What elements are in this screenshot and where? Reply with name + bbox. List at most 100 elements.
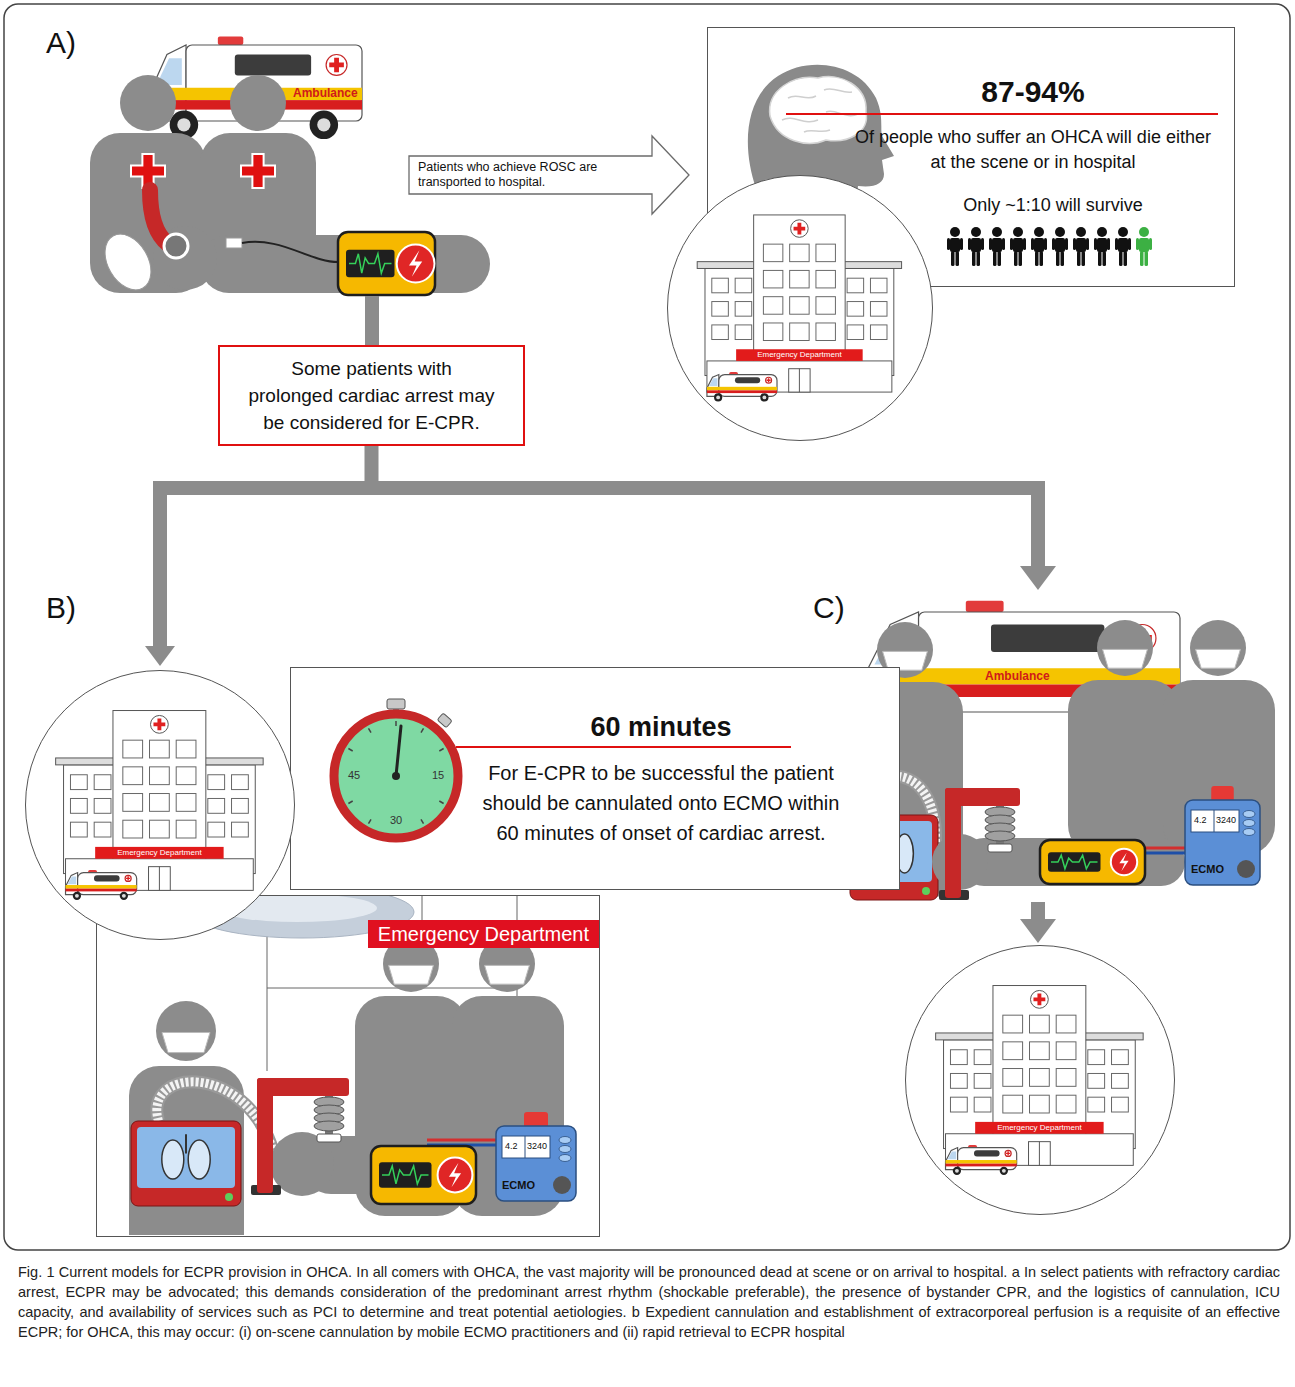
block-arrow: Patients who achieve ROSC are transporte… xyxy=(408,135,690,215)
window xyxy=(94,775,111,790)
red-cross xyxy=(241,154,275,188)
label-holder: ECMO xyxy=(502,1180,535,1191)
yellow-stripe xyxy=(946,1160,1017,1164)
icon-arm xyxy=(1065,238,1068,250)
side-window xyxy=(94,875,120,881)
cross-badge xyxy=(326,54,347,75)
window xyxy=(1030,1095,1050,1113)
figure-head xyxy=(230,75,286,131)
icon-leg xyxy=(1056,251,1060,266)
red-rule xyxy=(786,113,1218,115)
cross-badge xyxy=(1005,1150,1011,1156)
window xyxy=(150,794,170,812)
building-sign: Emergency Department xyxy=(757,349,841,361)
entrance-door xyxy=(1029,1142,1051,1166)
screen-divider xyxy=(1214,810,1215,832)
arrow-text: Patients who achieve ROSC are transporte… xyxy=(418,160,642,190)
window xyxy=(208,798,225,813)
label-holder: 3240 xyxy=(527,1142,547,1151)
label-holder: 30 xyxy=(390,815,402,826)
hospital-circle: Emergency Department xyxy=(25,670,295,940)
door-split xyxy=(799,369,800,392)
icon-leg xyxy=(1014,251,1018,266)
device-readout: 3240 xyxy=(527,1142,547,1151)
wheel-hub xyxy=(122,894,126,898)
person-icon xyxy=(1136,227,1152,266)
stopwatch xyxy=(321,698,471,858)
cannula-red xyxy=(427,1139,497,1142)
icon-head xyxy=(971,227,981,237)
yellow-stripe xyxy=(707,387,777,391)
wheel xyxy=(73,892,81,900)
cannula-blue xyxy=(1140,852,1186,855)
person-icon xyxy=(947,227,963,266)
ecmo-indicator xyxy=(1243,829,1255,836)
trachea xyxy=(185,1134,187,1153)
power-light xyxy=(225,1193,233,1201)
banner-area: Emergency Department xyxy=(368,920,599,948)
department-band xyxy=(975,1122,1103,1134)
arrow-outline xyxy=(409,136,689,214)
window xyxy=(123,820,143,838)
shock-button xyxy=(397,245,435,283)
department-band xyxy=(95,847,223,859)
label-holder: 4.2 xyxy=(1194,816,1207,825)
window xyxy=(1003,1095,1023,1113)
time-figure: 60 minutes xyxy=(590,710,731,744)
window xyxy=(1088,1097,1105,1112)
device-readout: 4.2 xyxy=(505,1142,518,1151)
window xyxy=(1088,1073,1105,1088)
ecg-trace xyxy=(349,254,392,273)
wheel xyxy=(714,393,722,401)
ecmo-case xyxy=(496,1126,576,1201)
person-icon xyxy=(1052,227,1068,266)
connector xyxy=(160,446,372,646)
icon-head xyxy=(1034,227,1044,237)
time-box: 60 minutesFor E-CPR to be successful the… xyxy=(290,667,900,890)
flow-bar xyxy=(1031,902,1045,921)
ecmo-case xyxy=(1185,800,1260,885)
face-mask xyxy=(162,1033,210,1053)
piston-ring xyxy=(985,831,1015,841)
icon-arm xyxy=(1128,238,1131,250)
arrow-text-area: Patients who achieve ROSC are transporte… xyxy=(418,160,642,190)
wheel-hub xyxy=(177,118,190,131)
figure-head xyxy=(156,1001,216,1061)
flow-bar xyxy=(365,296,379,345)
wheel xyxy=(120,892,128,900)
icon-leg xyxy=(1098,251,1102,266)
aed-screen xyxy=(1048,852,1101,871)
wheel-hub xyxy=(716,396,720,400)
patient-body xyxy=(302,1136,522,1194)
hospital-sign xyxy=(791,220,809,238)
patient-figure xyxy=(270,1132,522,1196)
ecmo-machine xyxy=(496,1112,576,1201)
red-cross xyxy=(1033,993,1045,1005)
icon-leg xyxy=(977,251,981,266)
stopwatch-crown xyxy=(387,699,405,709)
window xyxy=(735,325,752,340)
cross-badge xyxy=(766,377,772,383)
icon-leg xyxy=(1061,251,1065,266)
icon-leg xyxy=(1035,251,1039,266)
face-mask xyxy=(1103,649,1148,668)
window xyxy=(1003,1069,1023,1087)
person-icon xyxy=(989,227,1005,266)
person-figure xyxy=(129,1001,244,1235)
vehicle-lettering: Ambulance xyxy=(985,670,1050,682)
dial-number: 15 xyxy=(432,770,444,781)
window xyxy=(1030,1042,1050,1060)
yellow-stripe xyxy=(66,885,137,889)
patient-body xyxy=(960,838,1185,886)
window xyxy=(950,1073,967,1088)
brain-fold xyxy=(788,96,816,98)
brain-fold xyxy=(824,89,852,92)
ecmo-machine xyxy=(1185,786,1260,885)
window xyxy=(790,244,809,262)
chest-compression-device xyxy=(251,1078,349,1195)
icon-leg xyxy=(1119,251,1123,266)
ambulance xyxy=(66,870,137,900)
chest-compression-device xyxy=(939,788,1020,900)
shock-button xyxy=(1111,849,1137,875)
